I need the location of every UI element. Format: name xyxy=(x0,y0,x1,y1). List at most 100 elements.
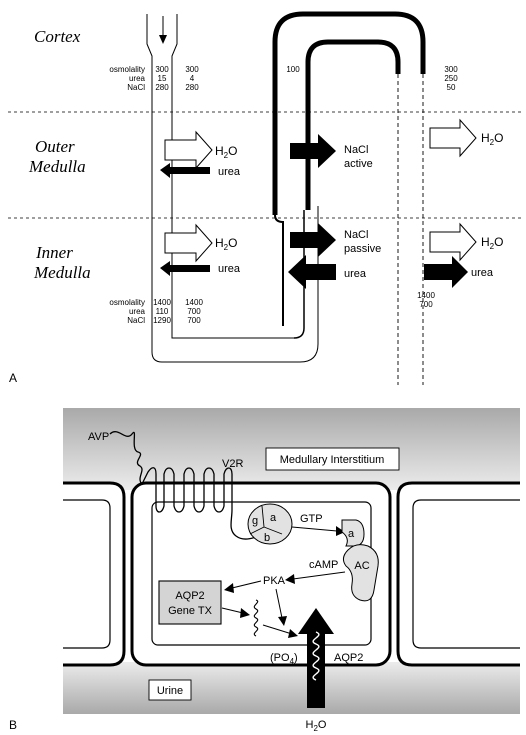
cd-top-v1: 300 xyxy=(444,65,458,74)
panel-a: Cortex Outer Medulla Inner Medulla osmol… xyxy=(8,11,522,385)
top-osmolality-b: 300 xyxy=(185,65,199,74)
ascending-limb xyxy=(272,11,426,339)
h2o-label-outer: H2O xyxy=(215,144,237,160)
avp-ligand xyxy=(109,431,143,485)
g-subunit-g: g xyxy=(252,515,258,527)
camp-arrow-head xyxy=(285,574,295,584)
po4-label: (PO4) xyxy=(270,652,298,666)
gtp-arrow-head xyxy=(336,526,345,536)
bottom-urea-label: urea xyxy=(129,307,146,316)
interstitium-label-box xyxy=(265,447,400,471)
nacl-label-active: NaCl xyxy=(344,144,368,156)
urea-label-cd: urea xyxy=(471,267,494,279)
top-osmolality-label: osmolality xyxy=(109,65,145,74)
passive-label: passive xyxy=(344,243,381,255)
bottom-osmolality-b: 1400 xyxy=(185,298,203,307)
bottom-osmolality-label: osmolality xyxy=(109,298,145,307)
panel-a-label: A xyxy=(9,371,17,385)
pka-to-gene-head xyxy=(224,583,234,593)
camp-label: cAMP xyxy=(309,559,338,571)
cell-inner-outlines xyxy=(63,499,520,649)
pka-to-gene-line xyxy=(231,580,262,589)
aqp2-gene-label-2: Gene TX xyxy=(168,605,212,617)
region-inner-label-1: Inner xyxy=(35,243,73,262)
gene-to-vesicle-line xyxy=(221,607,244,614)
top-nacl-b: 280 xyxy=(185,83,199,92)
gtp-arrow-line xyxy=(291,526,338,532)
v2r-receptor xyxy=(141,467,265,540)
h2o-label-cd-inner: H2O xyxy=(481,235,503,251)
cd-top-v2: 250 xyxy=(444,74,458,83)
gene-to-vesicle-head xyxy=(240,608,250,618)
top-urea-a: 15 xyxy=(158,74,167,83)
h2o-open-arrow-cd-outer xyxy=(429,118,477,158)
pka-to-membrane-line xyxy=(275,588,283,619)
cd-top-v3: 50 xyxy=(447,83,456,92)
camp-arrow-line xyxy=(292,571,346,580)
h2o-label-inner: H2O xyxy=(215,236,237,252)
aqp2-gene-box xyxy=(158,580,222,625)
top-osmolality-a: 300 xyxy=(155,65,169,74)
h2o-open-arrow-cd-inner xyxy=(429,222,477,262)
adenylyl-cyclase xyxy=(342,544,379,602)
cd-bottom-values: 1400 700 xyxy=(417,291,435,309)
aqp2-gene-label-1: AQP2 xyxy=(175,590,204,602)
region-outer-label-2: Medulla xyxy=(28,157,86,176)
collecting-duct xyxy=(397,74,424,385)
urea-arrow-inner xyxy=(160,261,210,276)
a-subunit xyxy=(341,519,365,547)
g-subunit-a: a xyxy=(270,512,277,524)
urine-band xyxy=(63,662,520,714)
top-nacl-label: NaCl xyxy=(127,83,145,92)
bottom-urea-b: 700 xyxy=(187,307,201,316)
region-outer-label-1: Outer xyxy=(35,137,75,156)
bottom-nacl-label: NaCl xyxy=(127,316,145,325)
top-nacl-a: 280 xyxy=(155,83,169,92)
a-subunit-label: a xyxy=(348,528,355,540)
top-urea-label: urea xyxy=(129,74,146,83)
cd-top-values: 300 250 50 xyxy=(444,65,458,92)
urine-label: Urine xyxy=(157,685,183,697)
interstitium-label: Medullary Interstitium xyxy=(280,454,385,466)
h2o-open-arrow-outer xyxy=(164,130,213,170)
region-cortex-label: Cortex xyxy=(34,27,81,46)
h2o-open-arrow-inner xyxy=(164,223,213,263)
loop-value: 100 xyxy=(286,65,300,74)
urea-in-arrow-loop xyxy=(288,255,336,289)
bottom-osmolality-a: 1400 xyxy=(153,298,171,307)
urea-arrow-outer xyxy=(160,163,210,178)
bottom-nacl-b: 700 xyxy=(187,316,201,325)
top-urea-b: 4 xyxy=(190,74,195,83)
gtp-label: GTP xyxy=(300,513,323,525)
v2r-label: V2R xyxy=(222,458,243,470)
urea-out-arrow-cd xyxy=(424,256,468,288)
cd-bottom-v2: 700 xyxy=(419,300,433,309)
top-value-table: osmolality 300 300 urea 15 4 NaCl 280 28… xyxy=(109,65,199,92)
g-protein-dividers xyxy=(249,505,283,535)
h2o-label-cd-outer: H2O xyxy=(481,131,503,147)
ac-label: AC xyxy=(354,560,369,572)
nacl-label-passive: NaCl xyxy=(344,229,368,241)
water-flux-arrow xyxy=(298,608,334,708)
vesicle-to-channel-head xyxy=(288,629,298,638)
aqp2-vesicle-squiggle xyxy=(253,599,259,637)
aqp2-channel-squiggle xyxy=(312,631,320,681)
nacl-passive-arrow xyxy=(290,223,336,257)
pka-to-membrane-head xyxy=(278,616,287,626)
urea-label-outer: urea xyxy=(218,166,241,178)
urine-label-box xyxy=(148,679,192,701)
active-label: active xyxy=(344,158,373,170)
aqp2-label: AQP2 xyxy=(334,652,363,664)
cell-outlines xyxy=(63,481,520,667)
panel-b-label: B xyxy=(9,718,17,732)
bottom-nacl-a: 1290 xyxy=(153,316,171,325)
cd-bottom-v1: 1400 xyxy=(417,291,435,300)
water-label: H2O xyxy=(306,719,327,733)
region-inner-label-2: Medulla xyxy=(33,263,91,282)
vesicle-to-channel-line xyxy=(262,624,293,635)
urea-label-loop: urea xyxy=(344,268,367,280)
nacl-active-arrow xyxy=(290,134,336,168)
inflow-arrow-head xyxy=(159,35,167,44)
bottom-value-table: osmolality 1400 1400 urea 110 700 NaCl 1… xyxy=(109,298,203,325)
